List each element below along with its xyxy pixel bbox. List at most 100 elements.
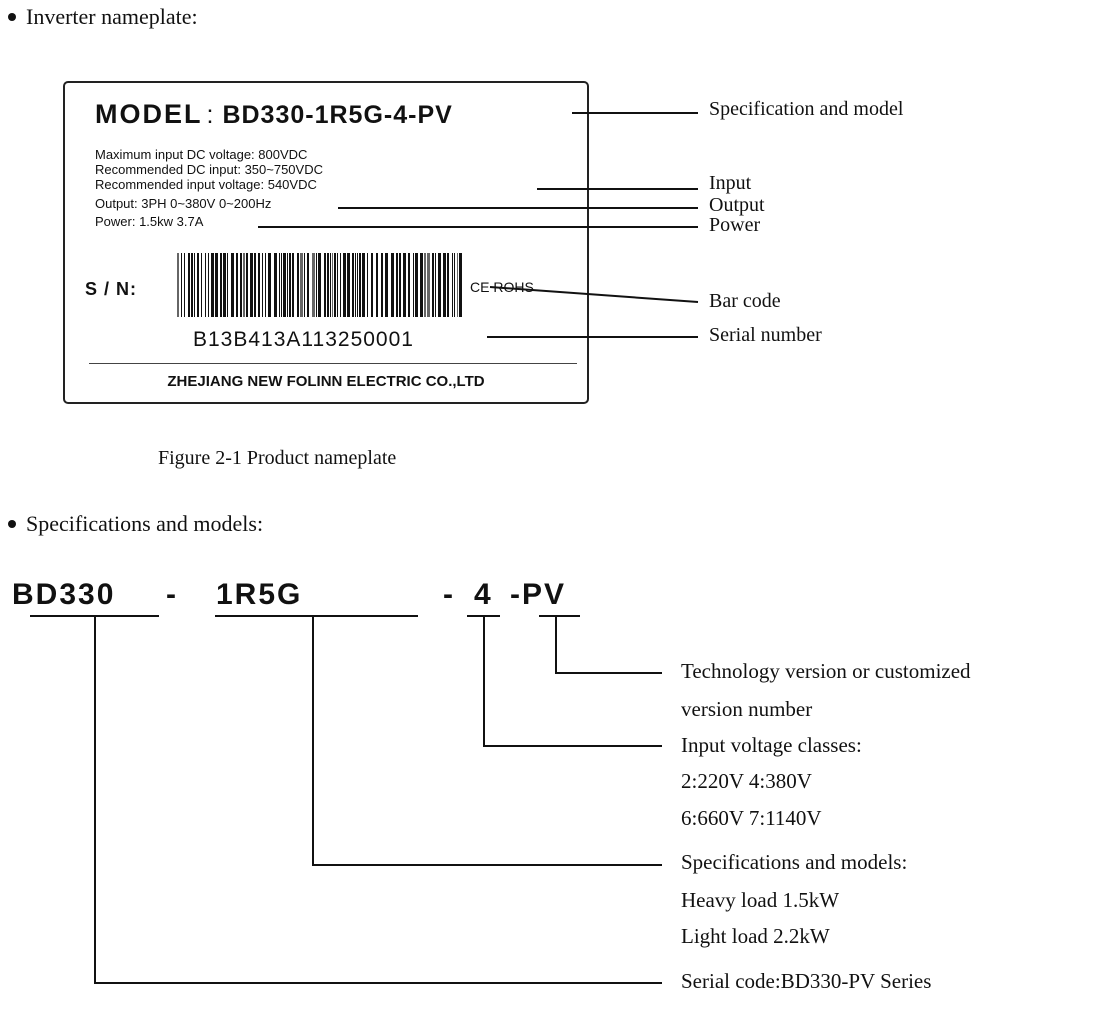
barcode-bar <box>435 253 436 317</box>
barcode <box>177 253 462 317</box>
barcode-bar <box>283 253 286 317</box>
desc-version-line-1: Technology version or customized <box>681 659 971 683</box>
barcode-bar <box>337 253 338 317</box>
section-heading-nameplate: Inverter nameplate: <box>8 4 198 30</box>
barcode-bar <box>197 253 199 317</box>
desc-voltage-line-2: 2:220V 4:380V <box>681 769 812 793</box>
barcode-bar <box>391 253 394 317</box>
code-dash-1: - <box>166 578 178 611</box>
barcode-bar <box>215 253 218 317</box>
barcode-bar <box>318 253 321 317</box>
barcode-bar <box>191 253 193 317</box>
barcode-bar <box>184 253 185 317</box>
barcode-bar <box>258 253 260 317</box>
model-line: MODEL:BD330-1R5G-4-PV <box>95 99 453 130</box>
barcode-bar <box>420 253 423 317</box>
bracket-version <box>555 616 662 674</box>
barcode-bar <box>443 253 446 317</box>
barcode-bar <box>340 253 341 317</box>
barcode-bar <box>432 253 434 317</box>
barcode-bar <box>236 253 238 317</box>
barcode-bar <box>240 253 242 317</box>
barcode-bar <box>438 253 441 317</box>
spec-recommended-dc-input: Recommended DC input: 350~750VDC <box>95 162 323 177</box>
barcode-bar <box>211 253 214 317</box>
callout-power: Power <box>709 214 761 236</box>
section-heading-models: Specifications and models: <box>8 511 263 537</box>
desc-series-line-1: Serial code:BD330-PV Series <box>681 969 932 993</box>
barcode-bar <box>343 253 346 317</box>
callout-spec-model: Specification and model <box>709 98 904 120</box>
desc-spec-line-3: Light load 2.2kW <box>681 924 830 948</box>
barcode-bar <box>287 253 288 317</box>
barcode-bar <box>385 253 388 317</box>
model-value: BD330-1R5G-4-PV <box>222 101 453 129</box>
barcode-bar <box>403 253 406 317</box>
barcode-bar <box>208 253 209 317</box>
barcode-bar <box>312 253 315 317</box>
barcode-bar <box>262 253 263 317</box>
barcode-bar <box>205 253 206 317</box>
barcode-bar <box>188 253 190 317</box>
nameplate: MODEL:BD330-1R5G-4-PV Maximum input DC v… <box>63 81 589 404</box>
barcode-bar <box>231 253 234 317</box>
bracket-series <box>94 616 662 984</box>
spec-recommended-input-voltage: Recommended input voltage: 540VDC <box>95 177 317 192</box>
barcode-bar <box>459 253 462 317</box>
barcode-bar <box>381 253 383 317</box>
barcode-bar <box>265 253 266 317</box>
code-series: BD330 <box>12 578 116 611</box>
code-dash-2: - <box>443 578 455 611</box>
barcode-bar <box>279 253 280 317</box>
serial-number-text: B13B413A113250001 <box>193 328 414 351</box>
callout-bar-code: Bar code <box>709 290 781 312</box>
plate-divider <box>89 363 577 364</box>
desc-version-line-2: version number <box>681 697 813 721</box>
barcode-bar <box>254 253 256 317</box>
leader-bar-code <box>489 286 699 303</box>
barcode-bar <box>454 253 455 317</box>
spec-power: Power: 1.5kw 3.7A <box>95 214 204 229</box>
barcode-bar <box>367 253 368 317</box>
barcode-bar <box>304 253 305 317</box>
barcode-bar <box>396 253 398 317</box>
barcode-bar <box>268 253 271 317</box>
barcode-bar <box>243 253 245 317</box>
model-label: MODEL <box>95 99 203 129</box>
barcode-bar <box>201 253 202 317</box>
barcode-bar <box>424 253 426 317</box>
barcode-bar <box>359 253 361 317</box>
spec-output: Output: 3PH 0~380V 0~200Hz <box>95 196 272 211</box>
bracket-voltage <box>483 616 662 747</box>
bracket-spec <box>312 616 662 866</box>
sn-label: S / N: <box>85 279 138 299</box>
barcode-bar <box>246 253 248 317</box>
barcode-bar <box>324 253 326 317</box>
barcode-bar <box>371 253 373 317</box>
callout-serial-number: Serial number <box>709 324 822 346</box>
barcode-bar <box>355 253 356 317</box>
company-name: ZHEJIANG NEW FOLINN ELECTRIC CO.,LTD <box>167 373 485 390</box>
code-version: -PV <box>510 578 567 611</box>
code-voltage: 4 <box>474 578 493 611</box>
desc-spec-line-2: Heavy load 1.5kW <box>681 888 840 912</box>
barcode-bar <box>362 253 365 317</box>
callout-input: Input <box>709 172 752 194</box>
callout-output: Output <box>709 194 765 216</box>
barcode-bar <box>413 253 414 317</box>
barcode-bar <box>457 253 458 317</box>
barcode-bar <box>357 253 358 317</box>
barcode-bar <box>307 253 309 317</box>
model-separator: : <box>206 101 215 129</box>
barcode-bar <box>415 253 418 317</box>
barcode-bar <box>447 253 449 317</box>
barcode-bar <box>181 253 182 317</box>
barcode-bar <box>347 253 350 317</box>
barcode-bar <box>399 253 401 317</box>
desc-voltage-line-3: 6:660V 7:1140V <box>681 806 822 830</box>
barcode-bar <box>334 253 336 317</box>
desc-spec-line-1: Specifications and models: <box>681 850 908 874</box>
barcode-bar <box>297 253 299 317</box>
barcode-bar <box>408 253 410 317</box>
